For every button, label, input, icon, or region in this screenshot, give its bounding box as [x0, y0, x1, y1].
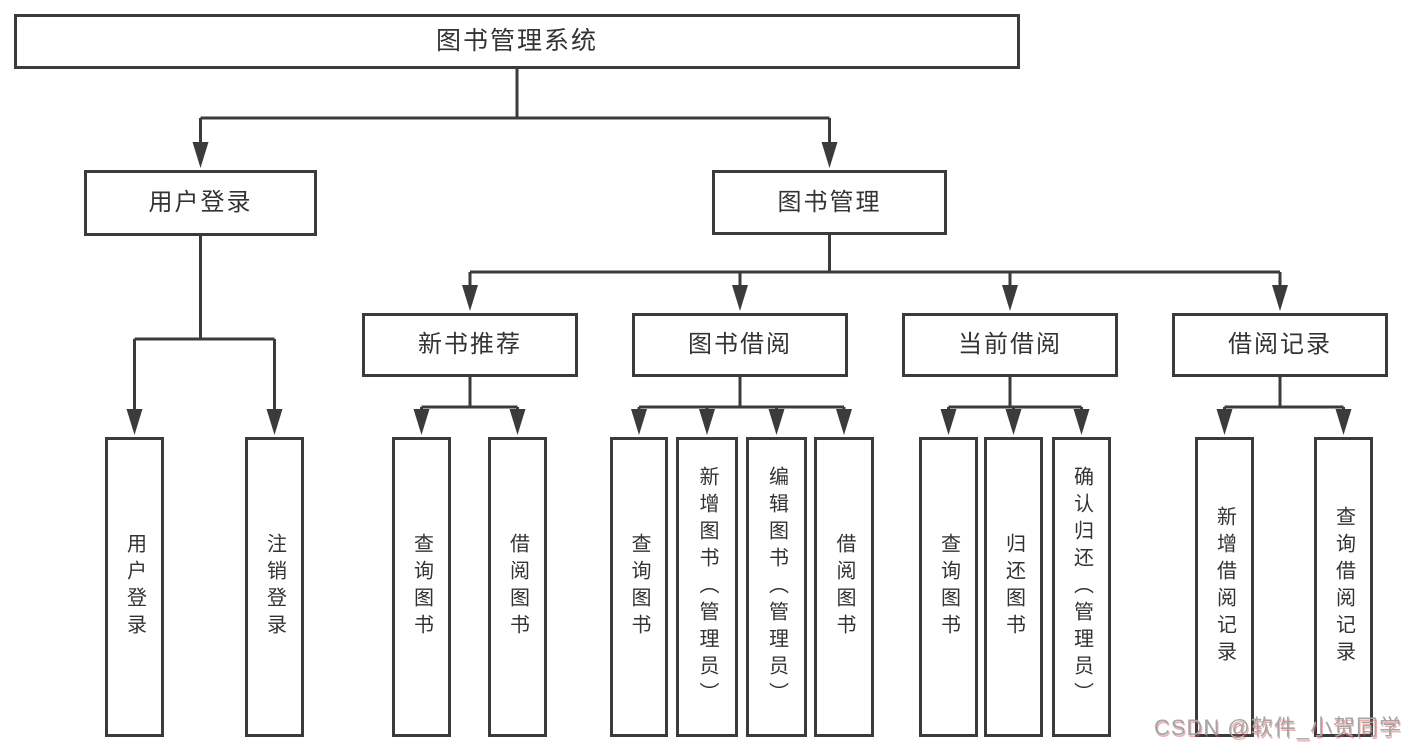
leaf-query-books-recommend: 查询图书 — [392, 437, 451, 737]
leaf-query-borrow-record-label: 查询借阅记录 — [1332, 506, 1355, 668]
leaf-edit-book-admin-label: 编辑图书（管理员） — [765, 465, 788, 709]
node-borrow-records-label: 借阅记录 — [1228, 331, 1332, 358]
leaf-confirm-return-admin: 确认归还（管理员） — [1052, 437, 1111, 737]
leaf-borrow-books-recommend-label: 借阅图书 — [506, 533, 529, 641]
leaf-logout-label: 注销登录 — [263, 533, 286, 641]
leaf-add-book-admin-label: 新增图书（管理员） — [696, 465, 718, 709]
leaf-query-books-borrow: 查询图书 — [610, 437, 668, 737]
leaf-borrow-books-label: 借阅图书 — [833, 533, 855, 641]
leaf-add-borrow-record-label: 新增借阅记录 — [1213, 506, 1236, 668]
node-book-borrow-label: 图书借阅 — [688, 331, 792, 358]
leaf-query-borrow-record: 查询借阅记录 — [1314, 437, 1373, 737]
leaf-borrow-books-recommend: 借阅图书 — [488, 437, 547, 737]
node-new-book-recommend-label: 新书推荐 — [418, 331, 522, 358]
leaf-user-login-label: 用户登录 — [123, 533, 146, 641]
leaf-add-book-admin: 新增图书（管理员） — [676, 437, 738, 737]
node-current-borrow-label: 当前借阅 — [958, 331, 1062, 358]
leaf-query-books-current: 查询图书 — [919, 437, 978, 737]
leaf-user-login: 用户登录 — [105, 437, 164, 737]
node-user-login-label: 用户登录 — [148, 189, 253, 216]
node-book-borrow: 图书借阅 — [632, 313, 848, 377]
watermark: CSDN @软件_小贺同学 — [1153, 715, 1402, 740]
leaf-confirm-return-admin-label: 确认归还（管理员） — [1070, 465, 1093, 709]
node-borrow-records: 借阅记录 — [1172, 313, 1388, 377]
leaf-borrow-books: 借阅图书 — [814, 437, 874, 737]
node-current-borrow: 当前借阅 — [902, 313, 1118, 377]
node-new-book-recommend: 新书推荐 — [362, 313, 578, 377]
leaf-add-borrow-record: 新增借阅记录 — [1195, 437, 1254, 737]
arrowheads — [126, 142, 1352, 435]
node-book-management-label: 图书管理 — [777, 188, 882, 216]
leaf-query-books-recommend-label: 查询图书 — [410, 533, 433, 641]
node-book-management: 图书管理 — [712, 170, 947, 235]
node-root-label: 图书管理系统 — [435, 27, 598, 55]
leaf-return-book-label: 归还图书 — [1002, 533, 1025, 641]
leaf-edit-book-admin: 编辑图书（管理员） — [746, 437, 807, 737]
leaf-query-books-current-label: 查询图书 — [937, 533, 960, 641]
node-user-login: 用户登录 — [84, 170, 317, 236]
leaf-query-books-borrow-label: 查询图书 — [628, 533, 650, 641]
leaf-logout: 注销登录 — [245, 437, 304, 737]
leaf-return-book: 归还图书 — [984, 437, 1043, 737]
node-root-system: 图书管理系统 — [14, 14, 1020, 69]
